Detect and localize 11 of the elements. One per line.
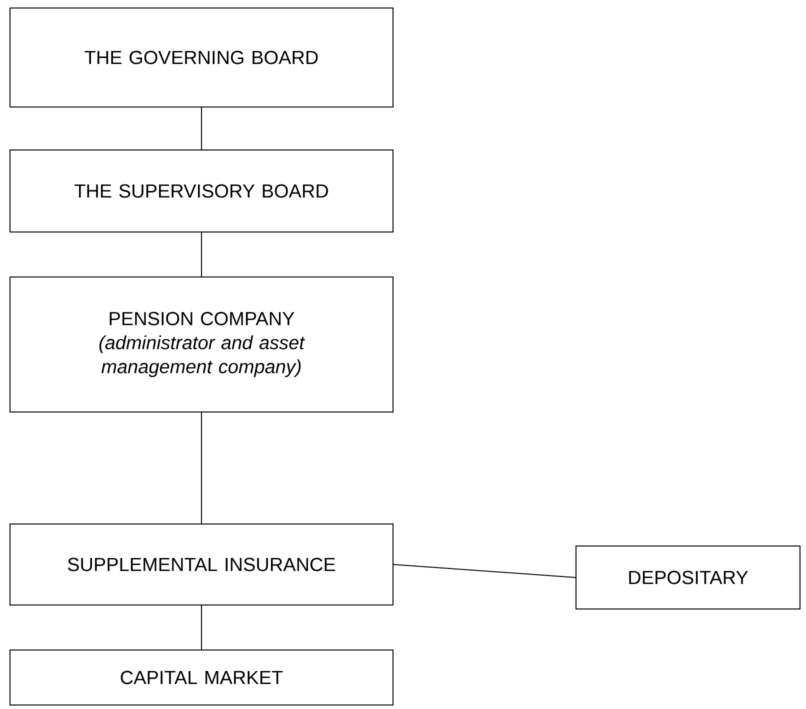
org-box: PENSION COMPANY (administrator and asset management company) [10,276,394,412]
connector-line [201,232,202,277]
org-box: CAPITAL MARKET [10,650,394,706]
connector-line [393,564,576,578]
org-box: THE SUPERVISORY BOARD [10,150,394,232]
org-box: THE GOVERNING BOARD [10,8,394,108]
connector-line [201,605,202,650]
org-box: DEPOSITARY [576,546,800,610]
connector-line [201,412,202,524]
connector-line [201,107,202,150]
org-box: SUPPLEMENTAL INSURANCE [10,524,394,606]
